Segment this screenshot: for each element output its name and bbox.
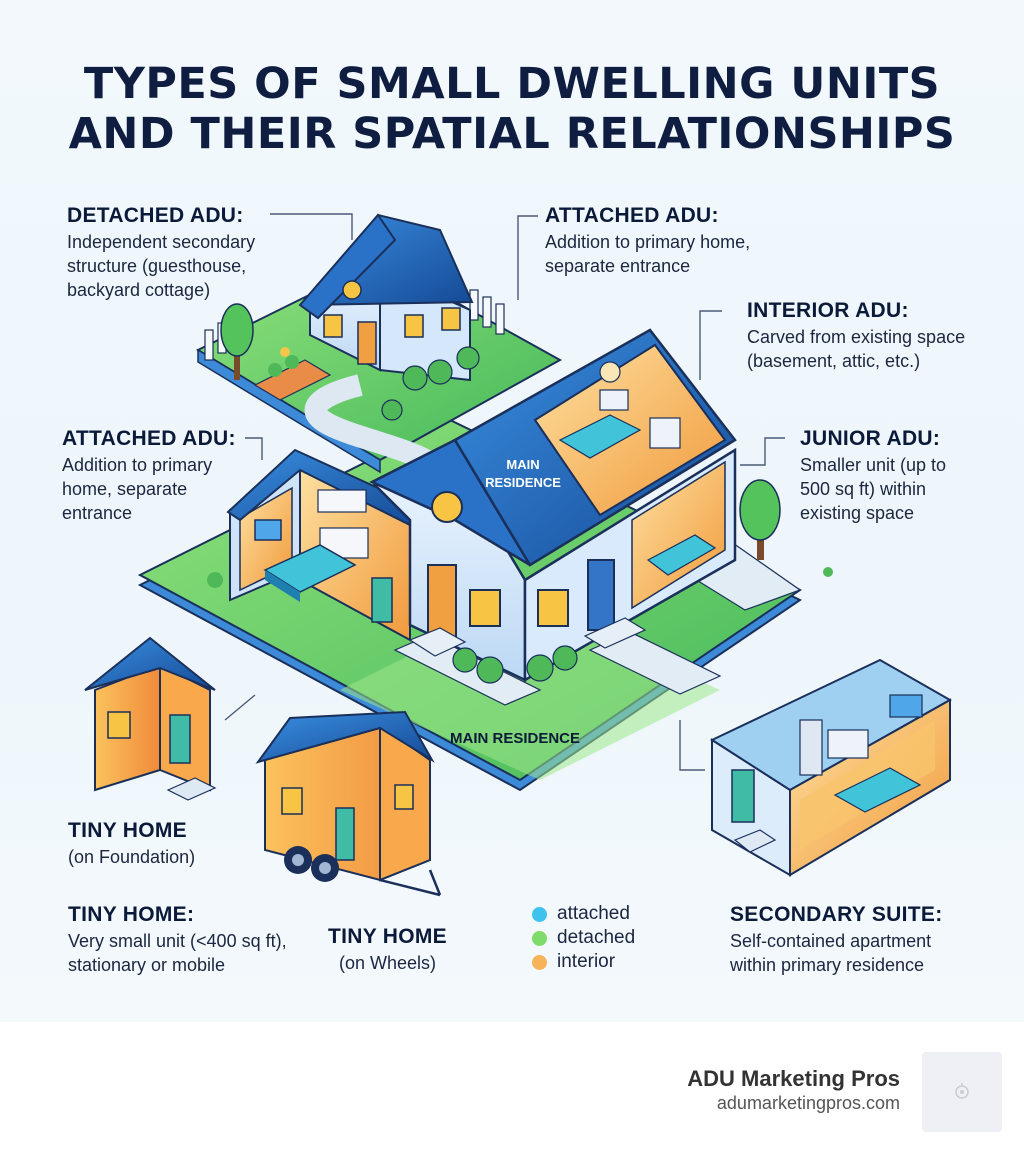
detached-adu-illustration — [195, 213, 563, 479]
legend-dot-interior — [532, 954, 547, 970]
label-interior-adu-line1: Carved from existing space — [747, 327, 966, 347]
label-attached-adu-left-line3: entrance — [62, 503, 133, 523]
label-interior-adu: INTERIOR ADU: Carved from existing space… — [747, 298, 965, 373]
label-detached-adu: DETACHED ADU: Independent secondary stru… — [67, 203, 255, 302]
label-secondary-suite-heading: SECONDARY SUITE: — [730, 903, 943, 926]
legend-label-detached: detached — [557, 927, 636, 948]
label-attached-adu-top: ATTACHED ADU: Addition to primary home, … — [545, 203, 750, 278]
label-tiny-home-foundation-heading: TINY HOME — [68, 819, 187, 842]
label-secondary-suite-line1: Self-contained apartment — [730, 931, 932, 951]
ground-tag: MAIN RESIDENCE — [450, 730, 581, 747]
legend-label-attached: attached — [557, 903, 630, 924]
secondary-suite-illustration — [709, 658, 953, 877]
label-attached-adu-left-line1: Addition to primary — [62, 455, 213, 475]
label-attached-adu-top-heading: ATTACHED ADU: — [545, 204, 719, 227]
page-title-line-2: AND THEIR SPATIAL RELATIONSHIPS — [68, 109, 956, 159]
label-detached-adu-line3: backyard cottage) — [67, 280, 211, 300]
illustration — [84, 213, 953, 897]
legend-item-detached: detached — [532, 926, 635, 950]
label-tiny-home-wheels-line1: (on Wheels) — [338, 953, 437, 973]
footer — [0, 1022, 1024, 1154]
infographic-poster: TYPES OF SMALL DWELLING UNITS AND THEIR … — [0, 0, 1024, 1022]
page-title-line-1: TYPES OF SMALL DWELLING UNITS — [83, 59, 941, 109]
label-tiny-home-foundation-line1: (on Foundation) — [68, 847, 196, 867]
label-tiny-home-wheels-heading: TINY HOME — [328, 925, 447, 948]
label-junior-adu-line3: existing space — [800, 503, 915, 523]
label-tiny-home-line1: Very small unit (<400 sq ft), — [68, 931, 287, 951]
label-detached-adu-heading: DETACHED ADU: — [67, 204, 244, 227]
label-attached-adu-left: ATTACHED ADU: Addition to primary home, … — [62, 426, 236, 525]
label-tiny-home-foundation: TINY HOME (on Foundation) — [68, 818, 195, 869]
label-detached-adu-line2: structure (guesthouse, — [67, 256, 247, 276]
label-junior-adu-line1: Smaller unit (up to — [800, 455, 947, 475]
label-junior-adu: JUNIOR ADU: Smaller unit (up to 500 sq f… — [800, 426, 946, 525]
pin-icon — [955, 1083, 969, 1099]
brand-logo — [922, 1052, 1002, 1132]
attached-adu-illustration — [207, 448, 417, 642]
label-attached-adu-left-heading: ATTACHED ADU: — [62, 427, 236, 450]
label-tiny-home-line2: stationary or mobile — [68, 955, 226, 975]
label-attached-adu-left-line2: home, separate — [62, 479, 188, 499]
label-interior-adu-line2: (basement, attic, etc.) — [747, 351, 921, 371]
roof-tag: MAIN RESIDENCE — [478, 456, 568, 492]
roof-tag-line1: MAIN — [506, 457, 540, 472]
label-tiny-home: TINY HOME: Very small unit (<400 sq ft),… — [68, 902, 287, 977]
tiny-home-foundation-illustration — [84, 636, 217, 801]
legend-item-interior: interior — [532, 950, 635, 974]
label-attached-adu-top-line1: Addition to primary home, — [545, 232, 751, 252]
label-secondary-suite-line2: within primary residence — [730, 955, 925, 975]
label-junior-adu-heading: JUNIOR ADU: — [800, 427, 941, 450]
legend-item-attached: attached — [532, 902, 635, 926]
tiny-home-wheels-illustration — [255, 710, 442, 897]
legend-dot-attached — [532, 906, 547, 922]
label-detached-adu-line1: Independent secondary — [67, 232, 256, 252]
label-junior-adu-line2: 500 sq ft) within — [800, 479, 927, 499]
label-tiny-home-heading: TINY HOME: — [68, 903, 195, 926]
label-attached-adu-top-line2: separate entrance — [545, 256, 691, 276]
leader-lines — [224, 213, 785, 771]
brand-block: ADU Marketing Pros adumarketingpros.com — [687, 1066, 900, 1114]
main-residence-illustration — [369, 328, 833, 684]
label-interior-adu-heading: INTERIOR ADU: — [747, 299, 909, 322]
color-legend: attached detached interior — [532, 902, 635, 974]
roof-tag-line2: RESIDENCE — [485, 475, 561, 490]
label-secondary-suite: SECONDARY SUITE: Self-contained apartmen… — [730, 902, 943, 977]
legend-label-interior: interior — [557, 951, 616, 972]
brand-url[interactable]: adumarketingpros.com — [716, 1093, 900, 1113]
brand-name: ADU Marketing Pros — [687, 1066, 900, 1091]
label-tiny-home-wheels: TINY HOME (on Wheels) — [328, 924, 447, 975]
legend-dot-detached — [532, 930, 547, 946]
